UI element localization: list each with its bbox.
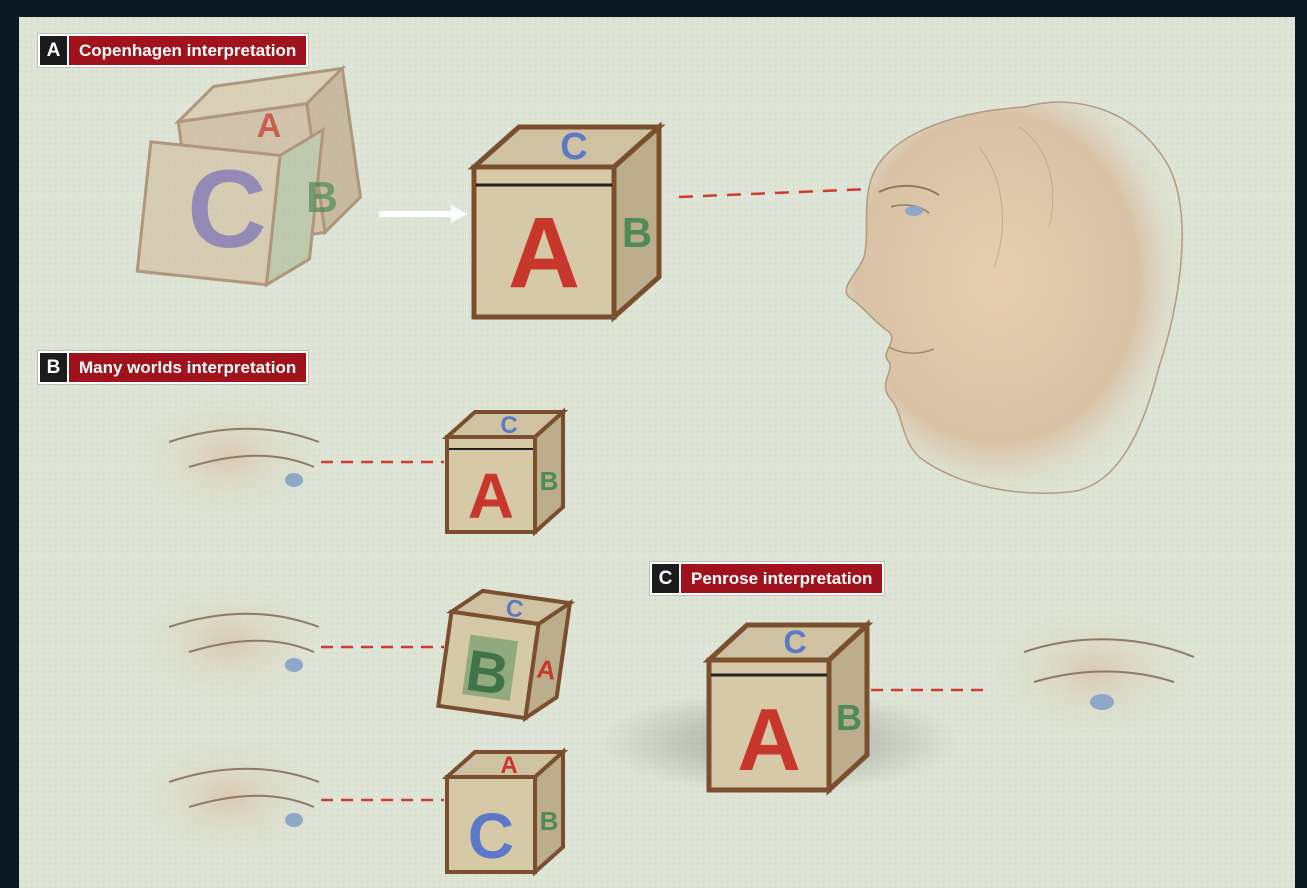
block-letter-front: C xyxy=(468,800,514,872)
collapsed-block-icon: A C B xyxy=(474,126,659,317)
block-letter-front: A xyxy=(737,690,801,789)
eye-icon xyxy=(119,387,339,527)
block-letter-front: A xyxy=(508,197,580,309)
block-letter-side: B xyxy=(540,806,559,836)
block-letter-side: B xyxy=(622,209,652,256)
block-letter-front: A xyxy=(468,460,514,532)
block-letter-top: A xyxy=(257,107,282,145)
panel-label-a: A Copenhagen interpretation xyxy=(38,34,308,67)
eye-icon xyxy=(119,572,339,712)
letter-block-icon: A C B xyxy=(709,624,867,790)
panel-letter: A xyxy=(40,36,69,65)
panel-title: Many worlds interpretation xyxy=(69,353,306,382)
block-letter-side: B xyxy=(540,466,559,496)
block-letter-side: B xyxy=(306,173,338,222)
letter-block-icon: B C A xyxy=(438,587,570,722)
block-letter-front: B xyxy=(462,638,513,708)
panel-title: Penrose interpretation xyxy=(681,564,882,593)
panel-letter: B xyxy=(40,353,69,382)
eye-icon xyxy=(974,597,1214,747)
panel-letter: C xyxy=(652,564,681,593)
panel-title: Copenhagen interpretation xyxy=(69,36,306,65)
block-letter-top: C xyxy=(560,126,587,168)
block-letter-top: C xyxy=(500,412,517,439)
block-letter-side: B xyxy=(836,697,862,738)
eye-icon xyxy=(119,727,339,867)
block-letter-front: C xyxy=(187,148,266,271)
block-letter-top: A xyxy=(500,752,517,779)
letter-block-icon: C A B xyxy=(447,752,563,872)
panel-label-b: B Many worlds interpretation xyxy=(38,351,308,384)
diagram-canvas: C A B A C B xyxy=(19,17,1295,888)
block-letter-top: C xyxy=(783,624,806,660)
letter-block-icon: A C B xyxy=(447,412,563,532)
panel-label-c: C Penrose interpretation xyxy=(650,562,884,595)
